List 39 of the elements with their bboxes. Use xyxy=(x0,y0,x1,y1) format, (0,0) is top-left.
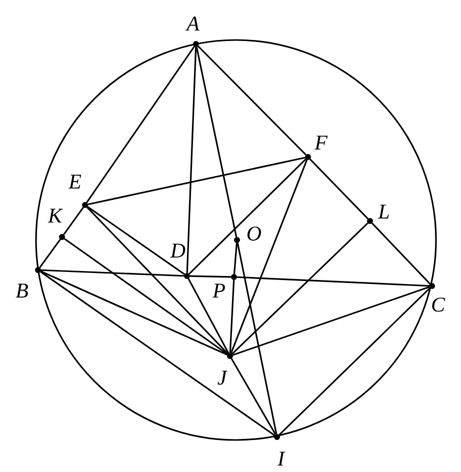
line-segment xyxy=(40,269,184,277)
line-segment xyxy=(63,206,84,236)
point-label: I xyxy=(278,448,284,470)
point-label: C xyxy=(431,294,445,316)
point-label: E xyxy=(68,172,82,192)
line-segment xyxy=(186,46,197,274)
point-label: D xyxy=(170,240,186,262)
line-segment xyxy=(40,271,275,436)
line-segment xyxy=(88,156,306,206)
point-label: P xyxy=(212,280,226,302)
point-label: K xyxy=(48,206,62,226)
line-segment xyxy=(87,206,185,275)
line-segment xyxy=(232,286,430,356)
line-segment xyxy=(236,276,430,287)
line-segment xyxy=(39,238,61,268)
point-label: B xyxy=(16,280,28,302)
line-segment xyxy=(230,160,308,354)
line-segment xyxy=(233,242,238,274)
line-segment xyxy=(188,278,230,354)
point-label: F xyxy=(314,132,328,154)
line-segment xyxy=(196,46,238,238)
point-label: J xyxy=(217,368,227,388)
point-label: A xyxy=(186,14,200,34)
line-segment xyxy=(198,46,306,156)
line-segment xyxy=(229,280,235,354)
line-segment xyxy=(188,158,306,274)
line-segment xyxy=(232,222,368,354)
point-label: L xyxy=(378,202,390,222)
point-label: O xyxy=(246,224,262,244)
line-segment xyxy=(278,288,430,436)
line-segment xyxy=(40,270,228,356)
line-segment xyxy=(310,158,368,220)
line-segment xyxy=(190,275,232,278)
line-segment xyxy=(86,46,195,203)
line-segment xyxy=(86,206,228,354)
line-segment xyxy=(64,238,228,355)
line-segment xyxy=(372,222,430,284)
line-segment xyxy=(230,358,276,435)
line-segment xyxy=(236,242,278,434)
